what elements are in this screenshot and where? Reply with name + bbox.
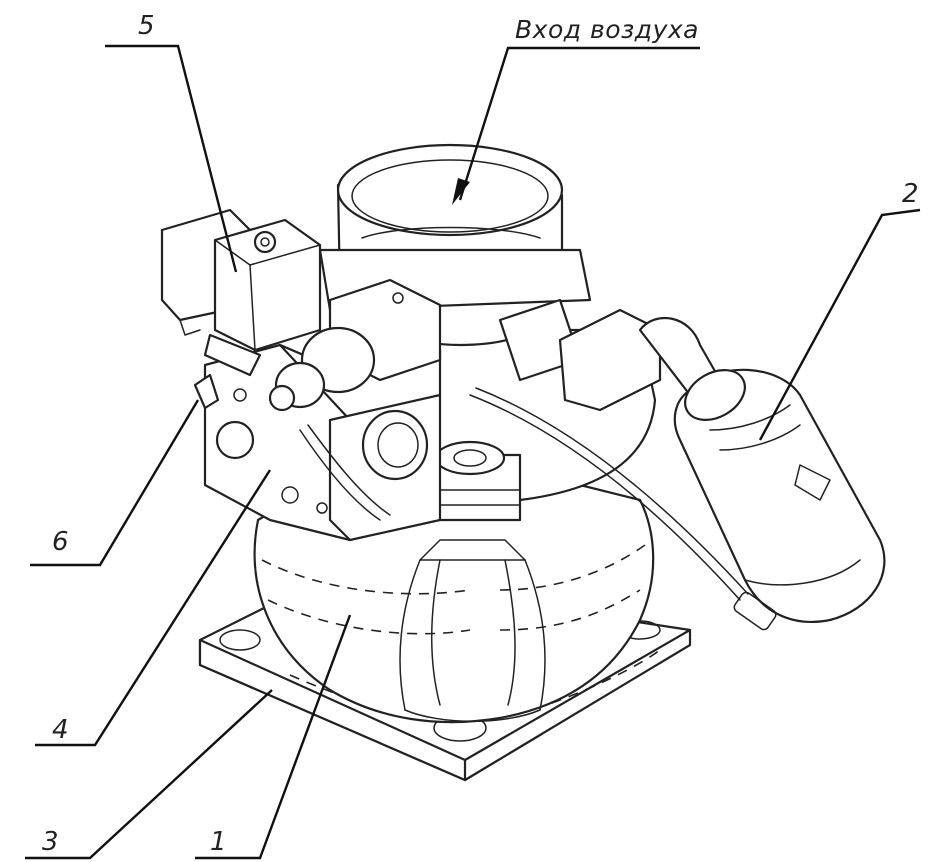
leader-4 <box>35 469 272 747</box>
label-part-6: 6 <box>52 527 69 557</box>
label-part-3: 3 <box>42 827 59 857</box>
leader-2 <box>758 208 921 441</box>
leader-1 <box>195 614 352 860</box>
leader-5 <box>105 44 238 273</box>
label-air-inlet: Вход воздуха <box>515 15 699 44</box>
actuator-cylinder <box>469 298 886 631</box>
solenoid-valve <box>160 208 322 377</box>
leader-6 <box>30 399 200 567</box>
label-part-2: 2 <box>902 179 919 209</box>
label-part-1: 1 <box>210 827 227 857</box>
leader-lines <box>25 44 921 860</box>
label-part-4: 4 <box>52 715 69 745</box>
small-fitting <box>193 373 220 410</box>
air-inlet-arrowhead <box>452 178 470 205</box>
label-part-5: 5 <box>138 11 155 41</box>
leader-air-inlet <box>458 46 700 201</box>
control-manifold <box>203 278 442 542</box>
leader-3 <box>25 689 273 860</box>
